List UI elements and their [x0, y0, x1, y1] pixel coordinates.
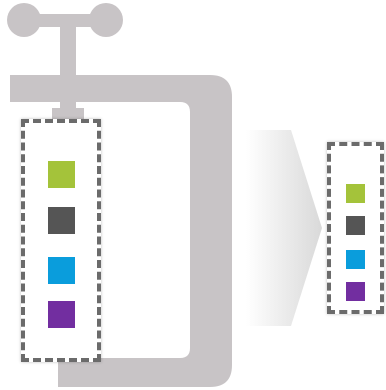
uncompressed-container: [21, 119, 101, 362]
small-dark-gray-swatch: [346, 216, 365, 235]
compress-arrow-icon: [246, 130, 322, 326]
large-dark-gray-swatch: [48, 207, 75, 234]
small-blue-swatch: [346, 250, 365, 269]
compressed-container: [327, 142, 384, 314]
small-green-swatch: [346, 184, 365, 203]
large-blue-swatch: [48, 257, 75, 284]
large-green-swatch: [48, 161, 75, 188]
small-purple-swatch: [346, 282, 365, 301]
large-purple-swatch: [48, 301, 75, 328]
